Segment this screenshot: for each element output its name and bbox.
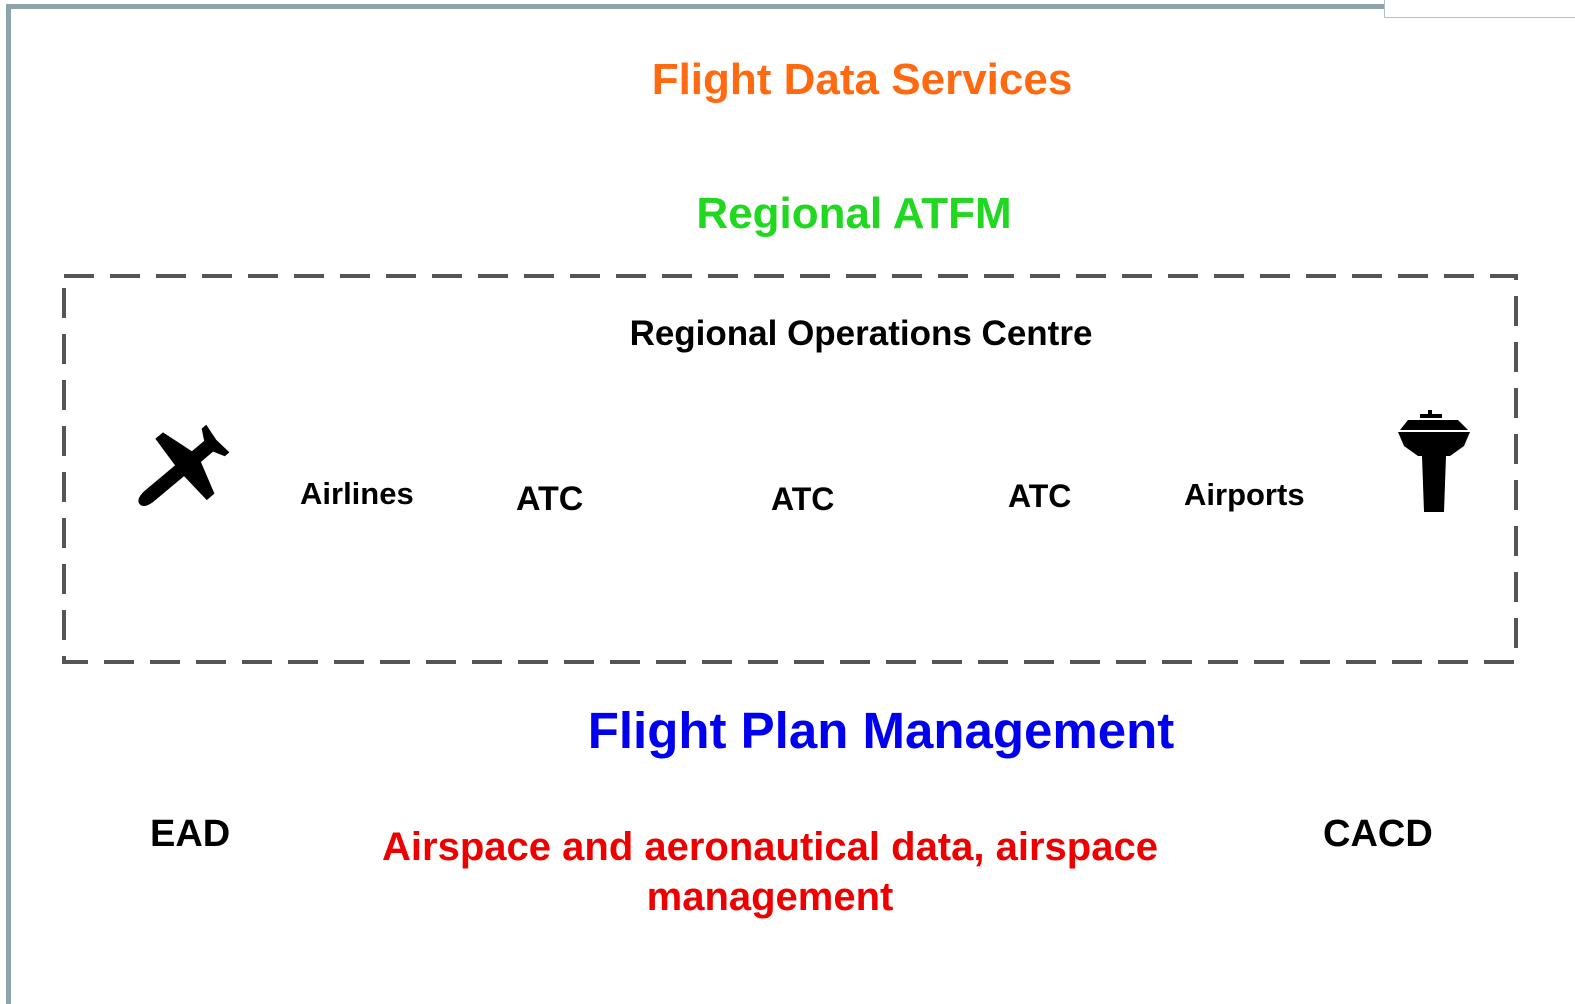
cacd-label: CACD — [1323, 813, 1433, 855]
atc-label-3: ATC — [1008, 478, 1072, 514]
regional-atfm-title: Regional ATFM — [696, 189, 1012, 238]
corner-box — [1384, 0, 1575, 18]
flight-plan-management-title: Flight Plan Management — [587, 702, 1175, 759]
regional-operations-centre-label: Regional Operations Centre — [629, 314, 1093, 353]
atc-label-2: ATC — [771, 481, 835, 517]
control-tower-icon — [1398, 410, 1470, 512]
slide-frame — [6, 4, 1575, 1004]
flight-data-services-title: Flight Data Services — [651, 55, 1073, 104]
airports-label: Airports — [1184, 477, 1305, 512]
airspace-data-label: Airspace and aeronautical data, airspace… — [382, 825, 1158, 919]
atc-label-1: ATC — [516, 480, 584, 518]
ead-label: EAD — [150, 813, 231, 855]
airlines-label: Airlines — [300, 476, 414, 511]
airplane-icon — [138, 424, 230, 507]
